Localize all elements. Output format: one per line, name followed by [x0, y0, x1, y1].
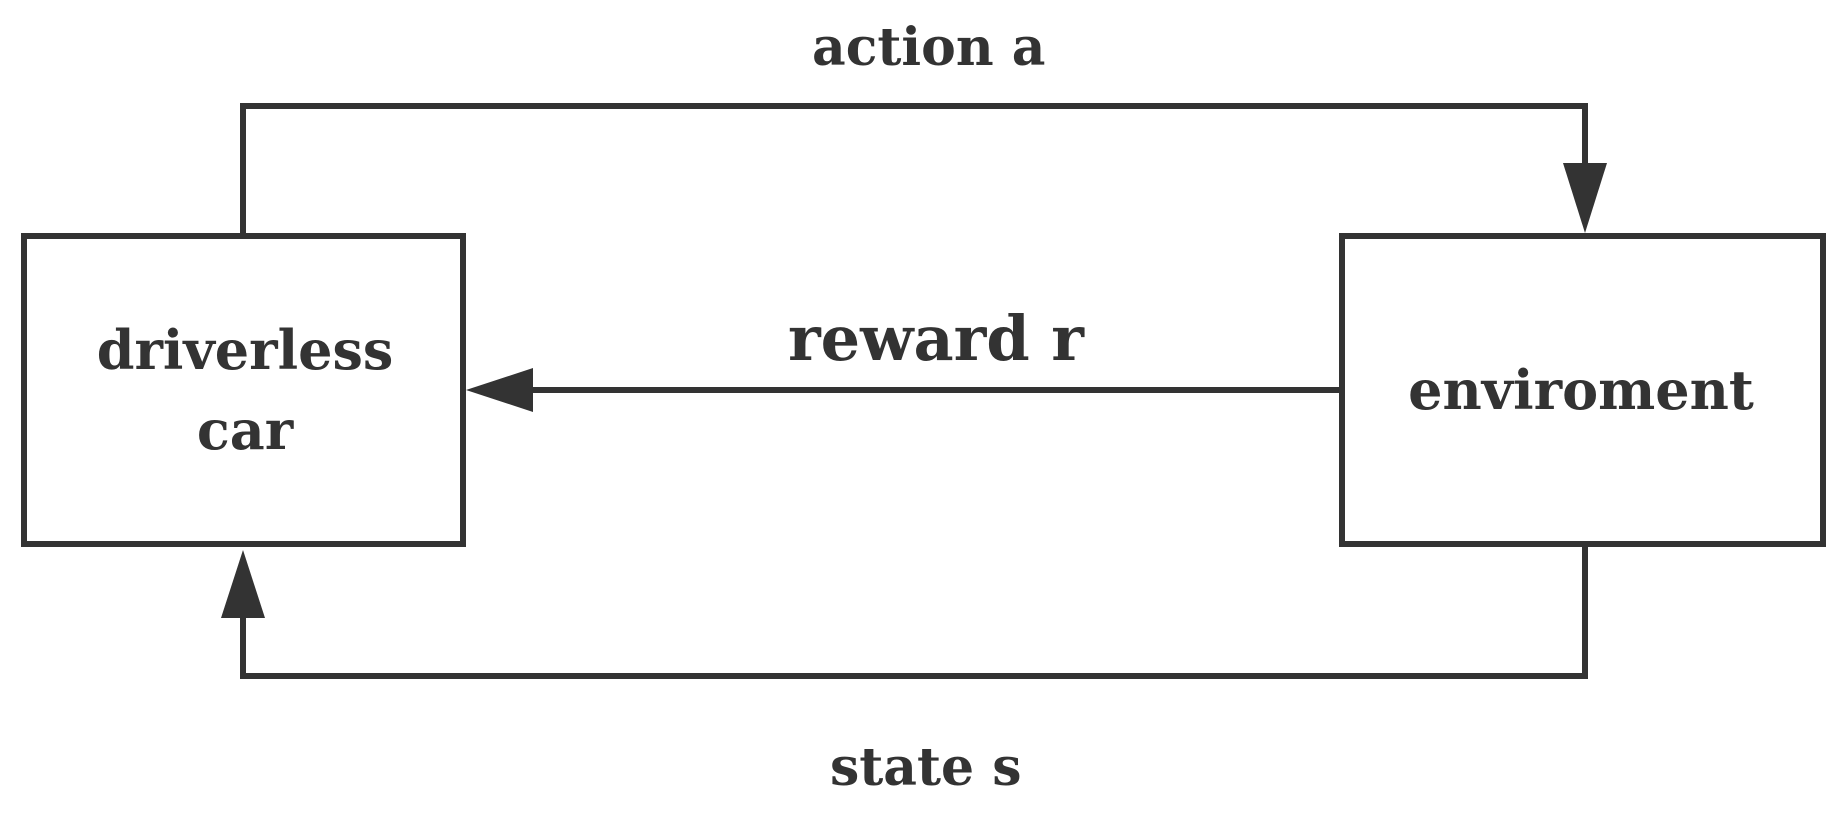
agent-label-line2: car: [196, 398, 294, 462]
action-arrowhead: [1563, 163, 1607, 233]
agent-node-label: driverless car: [27, 239, 463, 541]
state-arrowhead: [221, 550, 265, 618]
environment-label: enviroment: [1408, 358, 1754, 422]
environment-box: [1339, 233, 1826, 547]
reward-arrowhead: [466, 368, 533, 412]
agent-label-line1: driverless: [96, 318, 394, 382]
state-label: state s: [830, 737, 1022, 798]
state-arrow-line: [240, 547, 1588, 679]
reward-label: reward r: [788, 302, 1084, 375]
action-arrow-line: [240, 103, 1588, 236]
action-label: action a: [812, 17, 1046, 78]
environment-node-label: enviroment: [1342, 239, 1820, 541]
